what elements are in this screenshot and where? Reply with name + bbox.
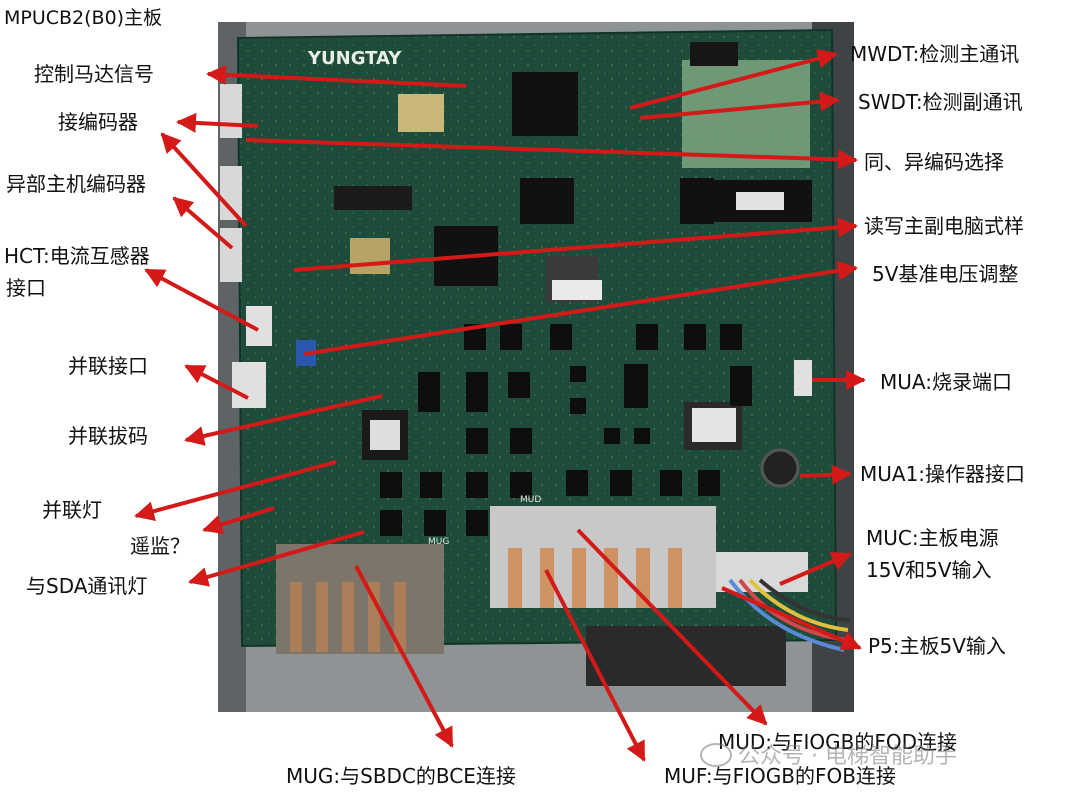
chip — [334, 186, 412, 210]
chip-label — [552, 280, 602, 300]
watermark-text: 公众号 · 电梯智能助手 — [738, 744, 957, 769]
label-muf: MUF:与FIOGB的FOB连接 — [664, 764, 896, 788]
chip-label — [692, 408, 736, 442]
label-parallel-light: 并联灯 — [42, 498, 102, 522]
label-encoder-connector: 接编码器 — [58, 110, 138, 134]
label-async-encoder: 异部主机编码器 — [6, 172, 146, 196]
annotation-arrows — [134, 48, 866, 762]
chip — [690, 42, 738, 66]
label-mwdt: MWDT:检测主通讯 — [850, 42, 1020, 66]
label-muc-input: 15V和5V输入 — [866, 558, 992, 582]
connector-mua1 — [760, 448, 800, 488]
connector-mug — [276, 544, 444, 654]
watermark: 公众号 · 电梯智能助手 — [700, 738, 957, 770]
label-muc: MUC:主板电源 — [866, 526, 999, 550]
connector-left — [232, 362, 266, 408]
label-mua1: MUA1:操作器接口 — [860, 462, 1026, 486]
label-remote-monitor: 遥监？ — [130, 534, 190, 558]
chip — [520, 178, 574, 224]
bottom-terminals — [586, 626, 786, 686]
label-encoder-select: 同、异编码选择 — [864, 150, 1004, 174]
connector-mua — [794, 360, 812, 396]
mug-cable — [290, 582, 406, 652]
label-mua: MUA:烧录端口 — [880, 370, 1012, 394]
board-title: MPUCB2(B0)主板 — [4, 7, 163, 29]
connector-tag-mug: MUG — [428, 537, 449, 547]
ribbon-cable — [508, 548, 682, 608]
chip-label — [370, 420, 400, 450]
label-mug: MUG:与SBDC的BCE连接 — [286, 764, 516, 788]
chip — [398, 94, 444, 132]
chip — [350, 238, 390, 274]
label-hct-sensor: HCT:电流互感器 — [4, 244, 150, 268]
label-swdt: SWDT:检测副通讯 — [858, 90, 1023, 114]
label-sda-comm-light: 与SDA通讯灯 — [26, 574, 148, 598]
label-parallel-interface: 并联接口 — [68, 354, 148, 378]
label-parallel-dip: 并联拔码 — [68, 424, 148, 448]
chip — [512, 72, 578, 136]
label-hct-interface: 接口 — [6, 276, 46, 300]
chip-label — [736, 192, 784, 210]
label-read-write-spec: 读写主副电脑式样 — [864, 214, 1024, 238]
connector-left — [220, 84, 242, 138]
board-brand: YUNGTAY — [307, 48, 402, 69]
label-5v-reference: 5V基准电压调整 — [872, 262, 1019, 286]
label-p5: P5:主板5V输入 — [868, 634, 1006, 658]
label-mud: MUD:与FIOGB的FOD连接 — [718, 730, 958, 754]
connector-left — [220, 228, 242, 282]
label-motor-control-signal: 控制马达信号 — [34, 62, 154, 86]
ic-grid — [380, 324, 752, 536]
connector-tag-mud: MUD — [520, 495, 541, 505]
wechat-logo-icon — [700, 743, 732, 767]
